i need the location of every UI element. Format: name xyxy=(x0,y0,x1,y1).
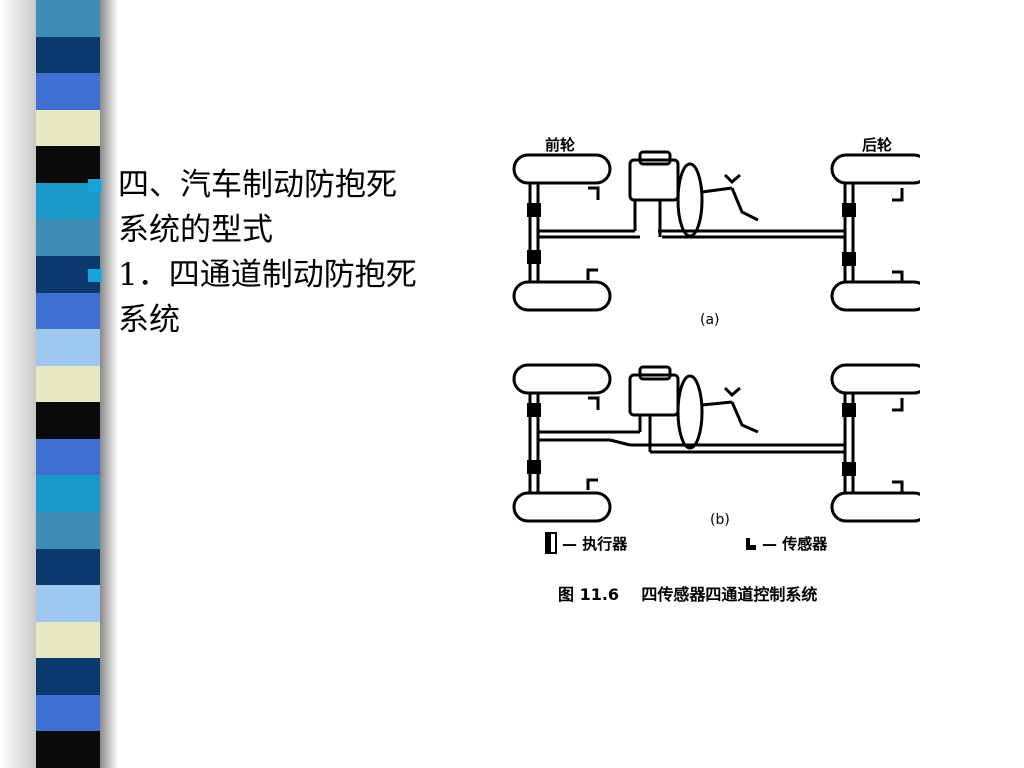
stripe-block xyxy=(36,731,100,768)
panel-a xyxy=(512,150,930,312)
legend: — 执行器 — 传感器 xyxy=(545,532,828,554)
wheel-rear-right-b xyxy=(830,491,930,523)
stripe-block xyxy=(36,658,100,696)
bullet-item-four-channel: 1．四通道制动防抱死系统 xyxy=(84,253,424,343)
stripe-block xyxy=(36,694,100,732)
stripe-block xyxy=(36,548,100,586)
stripe-block xyxy=(36,329,100,367)
figure-caption: 图 11.6 四传感器四通道控制系统 xyxy=(558,585,817,604)
stripe-block xyxy=(36,621,100,659)
legend-actuator-text: — 执行器 xyxy=(562,535,628,553)
label-front-wheel: 前轮 xyxy=(545,136,575,154)
actuator-legend-icon-fill xyxy=(546,533,551,553)
stripe-block xyxy=(36,512,100,549)
stripe-block xyxy=(36,365,100,403)
wheel-front-right-b xyxy=(512,491,612,523)
bullet-text: 1．四通道制动防抱死系统 xyxy=(118,257,417,338)
label-panel-a: (a) xyxy=(700,312,720,328)
wheel-rear-right-a xyxy=(830,280,930,312)
bullet-square-icon xyxy=(88,179,101,192)
decorative-stripe-bar xyxy=(0,0,118,768)
wheel-front-left-a xyxy=(512,153,612,185)
actuator-marks xyxy=(527,203,856,476)
bullet-square-icon xyxy=(88,269,101,282)
stripe-block xyxy=(36,475,100,513)
stripe-block xyxy=(36,438,100,476)
wheel-rear-left-b xyxy=(830,363,930,395)
bullet-text: 四、汽车制动防抱死系统的型式 xyxy=(118,167,397,248)
stripe-block xyxy=(36,585,100,623)
label-rear-wheel: 后轮 xyxy=(862,136,892,154)
stripe-block xyxy=(36,73,100,111)
stripe-block xyxy=(36,402,100,440)
legend-sensor-text: — 传感器 xyxy=(762,535,828,553)
abs-figure: 前轮 后轮 (a) (b) — 执行器 — 传感器 图 11.6 四传感器四通道… xyxy=(500,120,930,620)
stripe-block xyxy=(36,36,100,74)
stripe-block xyxy=(36,146,100,184)
panel-b xyxy=(512,363,930,523)
bullet-item-abs-types: 四、汽车制动防抱死系统的型式 xyxy=(84,163,424,253)
stripe-block xyxy=(36,292,100,330)
stripe-right-shade xyxy=(100,0,118,768)
label-panel-b: (b) xyxy=(710,512,730,528)
wheel-front-left-b xyxy=(512,363,612,395)
stripe-block xyxy=(36,109,100,147)
stripe-block xyxy=(36,219,100,257)
stripe-left-shade xyxy=(0,0,36,768)
sensor-legend-icon xyxy=(746,538,756,550)
wheel-rear-left-a xyxy=(830,153,930,185)
abs-diagram: 前轮 后轮 (a) (b) — 执行器 — 传感器 图 11.6 四传感器四通道… xyxy=(512,136,930,604)
wheel-front-right-a xyxy=(512,280,612,312)
stripe-block xyxy=(36,0,100,37)
bullet-list: 四、汽车制动防抱死系统的型式 1．四通道制动防抱死系统 xyxy=(84,163,424,343)
